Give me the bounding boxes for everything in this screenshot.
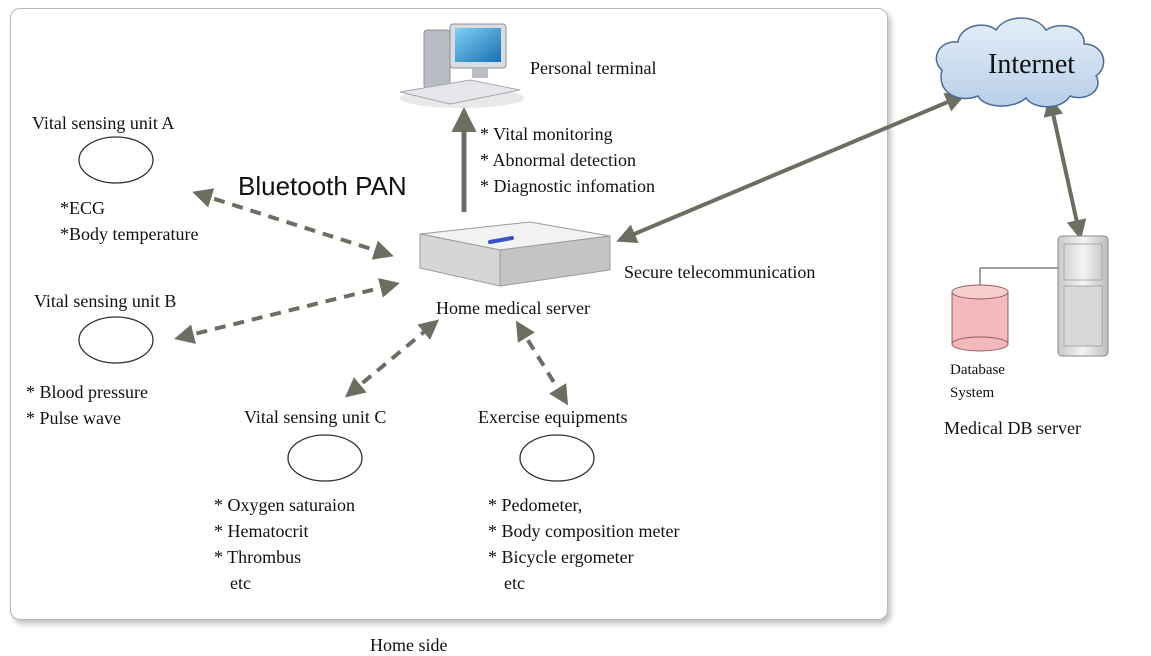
database-label-line2: System	[950, 385, 995, 401]
arrow-db	[1043, 96, 1087, 240]
terminal-label: Personal terminal	[530, 58, 657, 78]
secure-label: Secure telecommunication	[624, 262, 816, 282]
unit-a-title: Vital sensing unit A	[32, 113, 175, 133]
unit-c-item: * Thrombus	[214, 547, 302, 567]
arrow-unit-c	[344, 319, 440, 398]
exercise-item: * Pedometer,	[488, 495, 583, 515]
home-side-caption: Home side	[370, 635, 448, 655]
exercise-item: * Body composition meter	[488, 521, 680, 541]
unit-c-item: * Hematocrit	[214, 521, 309, 541]
unit-a-items: *ECG *Body temperature	[60, 195, 198, 247]
bluetooth-label: Bluetooth PAN	[238, 171, 407, 201]
exercise-items: * Pedometer, * Body composition meter * …	[488, 492, 679, 596]
server-label: Home medical server	[436, 298, 590, 318]
terminal-feature: * Abnormal detection	[480, 150, 636, 170]
database-label-line1: Database	[950, 362, 1005, 378]
unit-c-circle	[287, 434, 363, 482]
arrow-unit-b	[174, 278, 400, 344]
terminal-feature: * Diagnostic infomation	[480, 176, 655, 196]
computer-icon	[399, 23, 524, 108]
exercise-circle	[519, 434, 595, 482]
unit-a-item: *Body temperature	[60, 224, 199, 244]
unit-a-circle	[78, 136, 154, 184]
arrow-internet	[616, 92, 966, 244]
internet-label: Internet	[988, 49, 1076, 80]
database-icon	[951, 267, 1058, 352]
unit-c-items: * Oxygen saturaion * Hematocrit * Thromb…	[214, 492, 355, 596]
unit-b-items: * Blood pressure * Pulse wave	[26, 379, 148, 431]
exercise-title: Exercise equipments	[478, 407, 628, 427]
server-box-icon	[419, 221, 611, 287]
unit-b-item: * Blood pressure	[26, 382, 148, 402]
exercise-item: * Bicycle ergometer	[488, 547, 634, 567]
exercise-item: etc	[504, 573, 525, 593]
cloud-icon	[935, 17, 1105, 108]
arrow-exercise	[515, 320, 569, 406]
terminal-feature: * Vital monitoring	[480, 124, 613, 144]
unit-c-title: Vital sensing unit C	[244, 407, 387, 427]
tower-server-icon	[1057, 235, 1109, 357]
unit-a-item: *ECG	[60, 198, 105, 218]
unit-c-item: etc	[230, 573, 251, 593]
unit-b-item: * Pulse wave	[26, 408, 121, 428]
terminal-features: * Vital monitoring * Abnormal detection …	[480, 121, 655, 199]
db-server-label: Medical DB server	[944, 418, 1081, 438]
unit-b-circle	[78, 316, 154, 364]
unit-c-item: * Oxygen saturaion	[214, 495, 355, 515]
unit-b-title: Vital sensing unit B	[34, 291, 177, 311]
arrow-unit-a	[192, 188, 394, 260]
